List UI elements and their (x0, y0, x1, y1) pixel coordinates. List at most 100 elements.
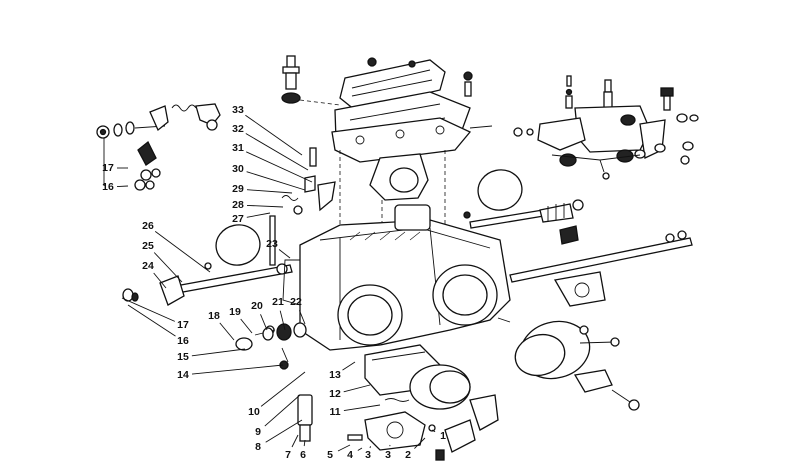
callout-number: 13 (329, 369, 341, 381)
callout-c13: 13 (329, 361, 356, 381)
callout-c21: 21 (272, 296, 286, 331)
callout-number: 19 (229, 306, 241, 318)
callout-number: 7 (285, 449, 291, 461)
callout-leader-line (116, 185, 129, 188)
callout-number: 28 (232, 199, 244, 211)
callout-c25: 25 (142, 240, 183, 283)
callout-leader-line (303, 439, 306, 447)
callout-c29: 29 (232, 183, 293, 195)
throttle-shafts (169, 199, 693, 307)
callout-c17a: 17 (102, 162, 128, 174)
callout-leader-line (121, 297, 175, 322)
callout-c24: 24 (142, 260, 167, 289)
callout-leader-line (191, 348, 246, 357)
callout-number: 31 (232, 142, 244, 154)
callout-number: 23 (266, 238, 278, 250)
callout-c9: 9 (255, 394, 301, 438)
callout-number: 1 (440, 430, 446, 442)
callout-c17b: 17 (121, 297, 189, 331)
callout-number: 33 (232, 104, 244, 116)
callout-leader-line (154, 231, 211, 273)
top-left-linkage (96, 103, 221, 191)
callout-leader-line (298, 310, 306, 325)
callout-number: 3 (385, 449, 391, 461)
callout-c27: 27 (232, 212, 271, 225)
callout-number: 5 (327, 449, 333, 461)
callout-c10: 10 (248, 371, 306, 418)
callout-c16b: 16 (127, 304, 189, 347)
callout-c31: 31 (232, 142, 313, 183)
callout-leader-line (246, 171, 306, 191)
callout-number: 26 (142, 220, 154, 232)
callout-c1: 1 (431, 429, 446, 442)
callout-leader-line (260, 314, 268, 331)
callout-c32: 32 (232, 123, 309, 171)
callout-number: 22 (290, 296, 302, 308)
callout-leader-line (153, 272, 167, 289)
callout-leader-line (260, 371, 306, 407)
callout-number: 2 (405, 449, 411, 461)
callout-c16a: 16 (102, 181, 129, 193)
callout-leader-line (245, 114, 303, 156)
callout-leader-line (246, 204, 284, 208)
callout-c20: 20 (251, 300, 268, 331)
callout-leader-line (291, 434, 299, 448)
callout-leader-line (278, 249, 291, 259)
top-right-linkage (513, 75, 699, 180)
callout-number: 14 (177, 369, 189, 381)
callout-c6: 6 (300, 439, 306, 461)
callout-leader-line (245, 133, 309, 171)
callout-leader-line (342, 361, 356, 371)
callout-c8: 8 (255, 419, 303, 453)
callout-leader-line (153, 252, 183, 283)
callout-number: 11 (329, 406, 340, 418)
callout-c30: 30 (232, 163, 306, 191)
left-idle-parts (122, 147, 336, 370)
callout-leader-line (357, 447, 363, 451)
callout-number: 17 (177, 319, 189, 331)
callout-leader-line (219, 322, 235, 341)
float-bowl-assembly (297, 344, 499, 461)
carburetor-body (265, 204, 511, 351)
callout-number: 21 (272, 296, 284, 308)
callout-leader-line (343, 404, 381, 412)
callout-c18: 18 (208, 310, 235, 341)
callout-number: 12 (329, 388, 341, 400)
callout-c19: 19 (229, 306, 253, 334)
callout-leader-line (246, 189, 293, 194)
callout-c4: 4 (347, 447, 363, 461)
callout-c14: 14 (177, 364, 284, 381)
top-cover-assembly (281, 55, 493, 240)
callout-c3b: 3 (365, 446, 371, 461)
callout-c15: 15 (177, 348, 246, 363)
callout-number: 16 (177, 335, 189, 347)
callout-number: 24 (142, 260, 154, 272)
callout-leader-line (264, 394, 301, 427)
callout-leader-line (369, 446, 371, 449)
callout-number: 20 (251, 300, 263, 312)
callout-leader-line (265, 419, 303, 443)
callout-leader-line (246, 151, 313, 183)
callout-number: 8 (255, 441, 261, 453)
callout-c7: 7 (285, 434, 299, 461)
callout-c23: 23 (266, 238, 291, 259)
callout-leader-line (279, 310, 286, 331)
callout-number: 18 (208, 310, 220, 322)
callout-leader-line (414, 437, 426, 449)
callout-leader-line (127, 304, 176, 337)
right-venturi-cap (497, 317, 640, 411)
callout-number: 27 (232, 213, 244, 225)
callout-number: 16 (102, 181, 114, 193)
callout-c2: 2 (405, 437, 426, 461)
callout-c12: 12 (329, 384, 371, 400)
callout-leader-line (240, 318, 253, 334)
callout-number: 4 (347, 449, 353, 461)
callout-leader-line (246, 212, 271, 218)
callout-number: 3 (365, 449, 371, 461)
callout-leader-line (337, 444, 351, 452)
callout-number: 17 (102, 162, 114, 174)
callout-number: 10 (248, 406, 260, 418)
callout-number: 29 (232, 183, 244, 195)
callout-number: 15 (177, 351, 189, 363)
callout-c3: 3 (385, 444, 391, 461)
